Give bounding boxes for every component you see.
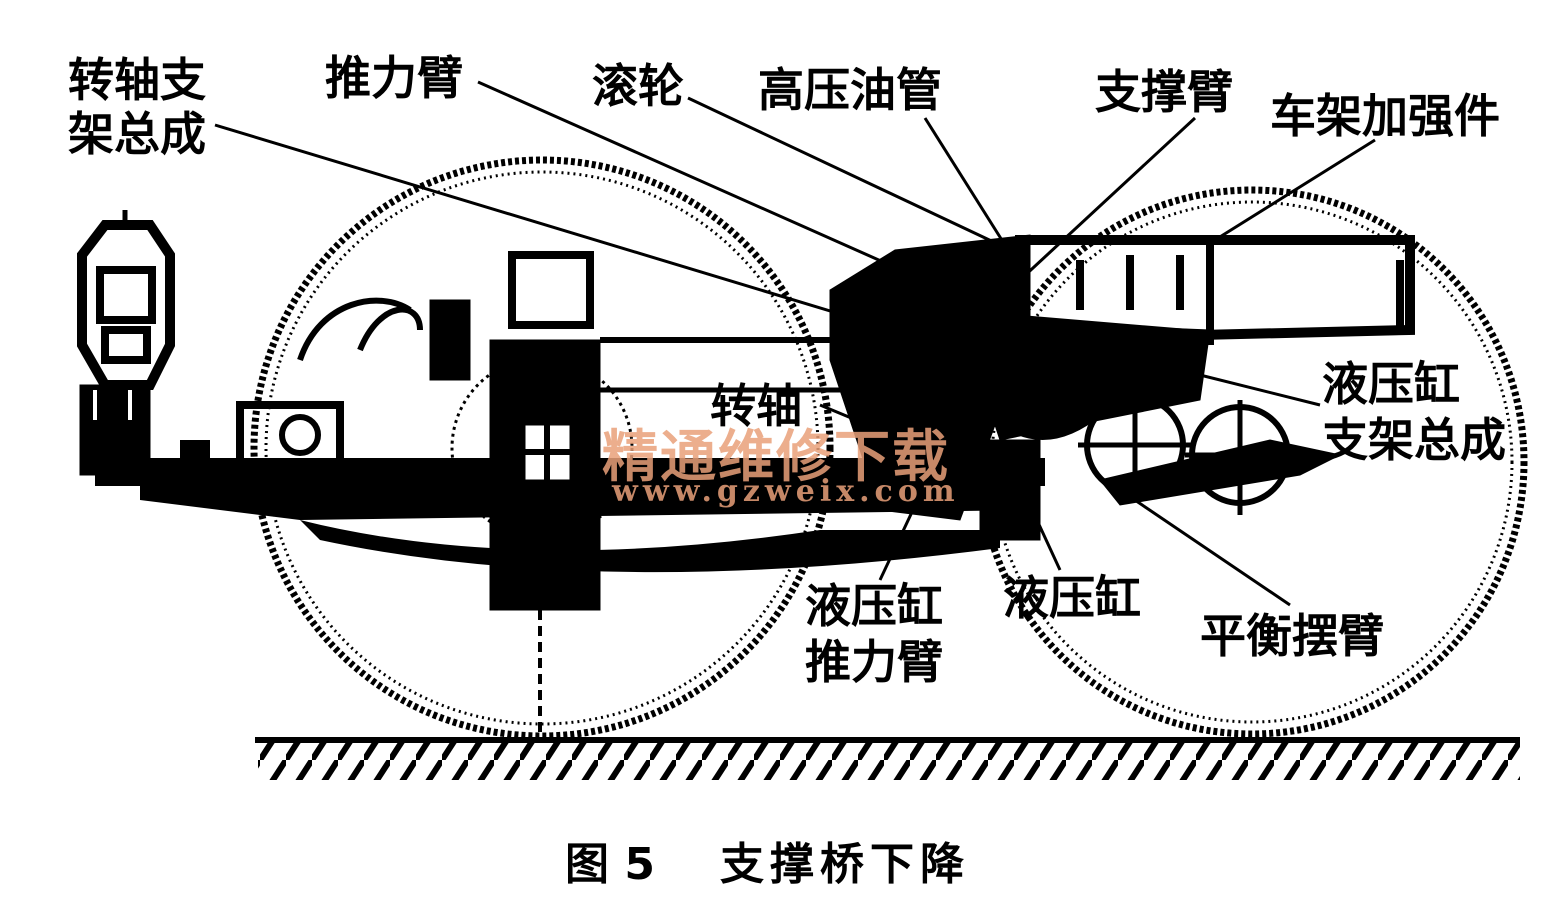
watermark-url: www.gzweix.com (612, 474, 960, 509)
label-cylinder-bracket-line2: 支架总成 (1322, 413, 1506, 467)
label-axle-bracket-line2: 架总成 (68, 107, 206, 161)
label-hydraulic-cylinder: 液压缸 (1003, 571, 1141, 625)
label-axle: 转轴 (710, 379, 802, 433)
label-balance-arm: 平衡摆臂 (1200, 609, 1384, 663)
label-thrust-arm: 推力臂 (325, 51, 463, 105)
figure-number: 图 5 (565, 839, 655, 890)
label-cylinder-thrust-arm-line1: 液压缸 (805, 579, 943, 633)
label-hp-oil-pipe: 高压油管 (758, 63, 942, 117)
label-axle-bracket-line1: 转轴支 (68, 53, 206, 107)
label-cylinder-thrust-arm-line2: 推力臂 (805, 635, 943, 689)
leader-lines (214, 80, 1376, 607)
front-axle-hub (236, 251, 860, 738)
axle-bracket-assembly (77, 210, 175, 476)
figure-title: 支撑桥下降 (720, 839, 970, 890)
label-roller: 滚轮 (592, 59, 684, 113)
watermark-text: 精通维修下载 (602, 424, 950, 490)
ground (255, 737, 1520, 780)
label-frame-reinforcement: 车架加强件 (1270, 89, 1500, 143)
support-bridge-mechanism (829, 234, 1415, 541)
label-cylinder-bracket-line1: 液压缸 (1322, 357, 1460, 411)
label-support-arm: 支撑臂 (1095, 65, 1233, 119)
